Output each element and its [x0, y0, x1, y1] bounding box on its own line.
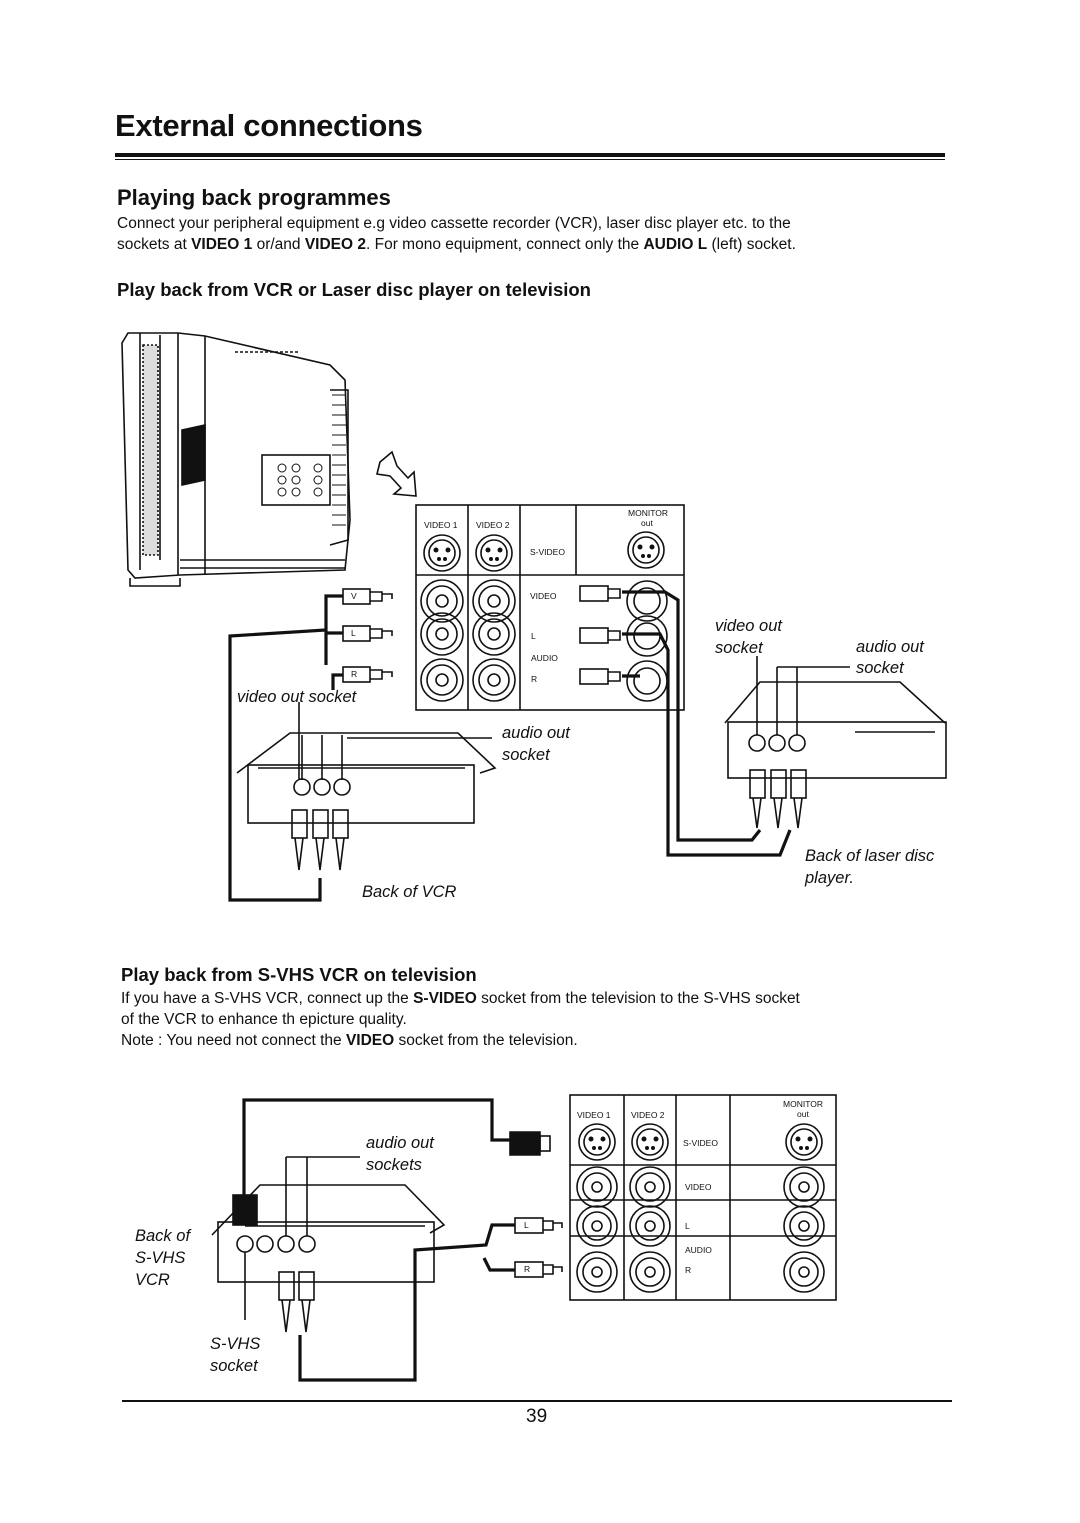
panel1-out-label: out — [641, 518, 653, 528]
plug-r-label: R — [351, 669, 358, 679]
svhs-line-3: Note : You need not connect the VIDEO so… — [121, 1032, 578, 1049]
back-ld-label-line2: player. — [805, 869, 854, 887]
arrow-icon — [376, 450, 417, 497]
ld-audio-out-label-line2: socket — [856, 659, 904, 677]
panel2-video-label: VIDEO — [685, 1182, 712, 1192]
ld-video-out-label-line1: video out — [715, 617, 782, 635]
subsection-title-vcr-laser: Play back from VCR or Laser disc player … — [117, 279, 591, 300]
panel1-monitor-label: MONITOR — [628, 508, 668, 518]
panel1-right-plugs — [579, 585, 621, 685]
panel2-out-label: out — [797, 1109, 809, 1119]
svhs-audio-out-line2: sockets — [366, 1156, 422, 1174]
svhs-audio-out-line1: audio out — [366, 1134, 434, 1152]
svhs-socket-line1: S-VHS — [210, 1335, 261, 1353]
ld-video-out-label-line2: socket — [715, 639, 763, 657]
panel1-r-label: R — [531, 674, 538, 684]
panel1-video-label: VIDEO — [530, 591, 557, 601]
section-title: Playing back programmes — [117, 185, 391, 210]
panel2-r-label: R — [685, 1265, 692, 1275]
svideo-socket-icon — [509, 1131, 551, 1156]
laser-disc-player-icon — [724, 656, 947, 829]
plug-l-label: L — [351, 628, 356, 638]
back-ld-label-line1: Back of laser disc — [805, 847, 935, 865]
svhs-line-1: If you have a S-VHS VCR, connect up the … — [121, 990, 800, 1007]
tv-set-icon — [121, 332, 351, 587]
ld-audio-out-label-line1: audio out — [856, 638, 924, 656]
back-of-vcr-label: Back of VCR — [362, 883, 457, 901]
panel1-sockets — [420, 531, 668, 702]
panel2-video2-label: VIDEO 2 — [631, 1110, 665, 1120]
panel2-monitor-label: MONITOR — [783, 1099, 823, 1109]
page-number: 39 — [526, 1406, 548, 1427]
plug2-r-label: R — [524, 1264, 531, 1274]
back-of-svhs-line1: Back of — [135, 1227, 191, 1245]
video-out-socket-label: video out socket — [237, 688, 357, 706]
panel1-video2-label: VIDEO 2 — [476, 520, 510, 530]
connection-panel-2 — [569, 1094, 837, 1301]
vcr-icon — [236, 702, 497, 871]
plug2-l-label: L — [524, 1220, 529, 1230]
footer-rule — [122, 1400, 952, 1402]
intro-paragraph: Connect your peripheral equipment e.g vi… — [117, 213, 947, 255]
page-title: External connections — [115, 108, 423, 143]
back-of-svhs-line3: VCR — [135, 1271, 170, 1289]
panel1-svideo-label: S-VIDEO — [530, 547, 565, 557]
panel2-svideo-label: S-VIDEO — [683, 1138, 718, 1148]
panel2-audio-label: AUDIO — [685, 1245, 712, 1255]
title-rule-thin — [115, 159, 945, 160]
subsection-title-svhs: Play back from S-VHS VCR on television — [121, 964, 477, 985]
svhs-vcr-icon — [211, 1156, 446, 1333]
intro-line-2: sockets at VIDEO 1 or/and VIDEO 2. For m… — [117, 236, 796, 253]
audio-out-label-line2: socket — [502, 746, 550, 764]
audio-out-label-line1: audio out — [502, 724, 570, 742]
svhs-socket-line2: socket — [210, 1357, 258, 1375]
intro-line-1: Connect your peripheral equipment e.g vi… — [117, 215, 791, 232]
panel1-video1-label: VIDEO 1 — [424, 520, 458, 530]
svhs-line-2: of the VCR to enhance th epicture qualit… — [121, 1011, 407, 1028]
title-rule — [115, 153, 945, 157]
back-of-svhs-line2: S-VHS — [135, 1249, 186, 1267]
connection-panel-1 — [415, 504, 685, 711]
svhs-paragraph: If you have a S-VHS VCR, connect up the … — [121, 988, 951, 1051]
plug-v-label: V — [351, 591, 357, 601]
panel2-l-label: L — [685, 1221, 690, 1231]
panel1-l-label: L — [531, 631, 536, 641]
panel1-audio-label: AUDIO — [531, 653, 558, 663]
panel2-video1-label: VIDEO 1 — [577, 1110, 611, 1120]
